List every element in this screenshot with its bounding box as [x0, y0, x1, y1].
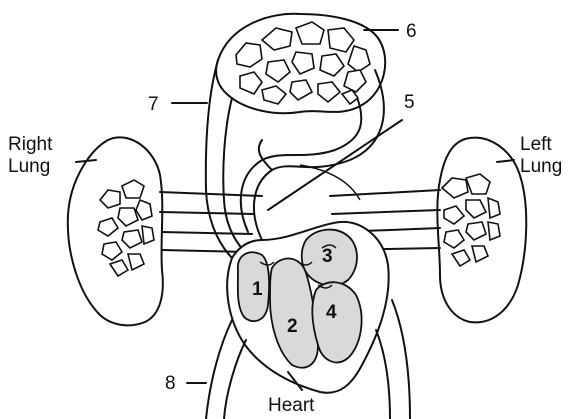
- chamber-label-1: 1: [252, 279, 263, 300]
- chamber-label-2: 2: [287, 316, 298, 337]
- right-lung-label-line2: Lung: [8, 156, 50, 177]
- callout-7: 7: [148, 94, 159, 115]
- chamber-label-3: 3: [322, 246, 333, 267]
- callout-5: 5: [404, 92, 415, 113]
- callout-6: 6: [406, 21, 417, 42]
- left-lung-label-line1: Left: [520, 134, 552, 155]
- callout-8: 8: [165, 373, 176, 394]
- chamber-4: [312, 282, 361, 362]
- right-lung-label-line1: Right: [8, 134, 53, 155]
- right-lung: [68, 137, 163, 325]
- left-lung-label-line2: Lung: [520, 156, 562, 177]
- heart: [227, 222, 389, 393]
- chamber-label-4: 4: [326, 302, 337, 323]
- heart-label: Heart: [268, 395, 315, 416]
- body-capillary-bed: [216, 14, 385, 113]
- left-lung: [437, 138, 526, 323]
